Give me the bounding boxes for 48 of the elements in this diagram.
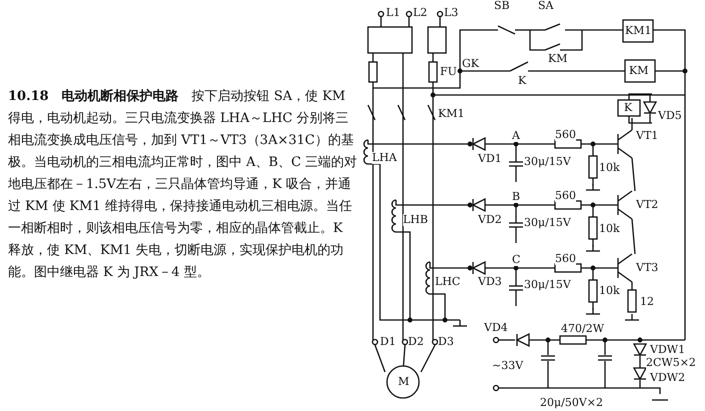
component-label: VT3 [636,262,658,274]
component-label: VD5 [658,110,682,122]
component-label: D1 [380,336,396,348]
component-label: A [512,130,520,142]
component-label: KM1 [625,25,652,37]
component-label: GK [462,58,480,70]
motor-label: M [398,376,410,388]
component-label: 10k [599,223,620,235]
component-label: C [512,254,520,266]
component-label: 2CW5×2 [646,357,696,369]
component-label: LHC [435,276,460,288]
component-label: KM [548,53,568,65]
component-label: D3 [438,336,454,348]
component-label: SB [494,0,510,12]
component-label: ~33V [492,360,524,372]
component-label: 30μ/15V [524,156,571,168]
component-label: VDW1 [650,344,686,356]
component-label: LHB [403,214,428,226]
component-label: 10k [599,162,620,174]
component-label: SA [538,0,554,12]
component-label: B [512,191,520,203]
component-label: L1 [386,7,400,19]
component-label: VD2 [478,214,502,226]
component-label: KM [629,65,648,77]
component-label: 12 [640,296,654,308]
component-label: 560 [555,253,576,265]
component-label: K [518,75,526,87]
component-label: 30μ/15V [524,217,571,229]
component-label: KM1 [438,108,464,120]
component-label: 30μ/15V [524,279,571,291]
component-label: D2 [408,336,424,348]
component-label: VT2 [636,199,658,211]
component-label: 560 [555,129,576,141]
description-paragraph: 10.18 电动机断相保护电路 按下启动按钮 SA，使 KM 得电，电动机起动。三只电流变换器 LHA～LHC 分别将三相电流变换成电压信号，加到 VT1～VT3（3A×31C）的基极。当电动机的三相电流均正常时，图中 A、B、C 三端的对地电压都在－1.5V左右，三只晶体管均导通，K 吸合，并通过 KM 使 KM1 维持得电，保持接通电动机三相电源。当任一相断相时，则该相电压信号为零，相应的晶体管截止。K 释放，使 KM、KM1 失电，切断电源，实现保护电机的功能。图中继电器 K 为 JRX－4 型。 [8,88,358,282]
component-label: L2 [413,7,428,19]
component-label: VT1 [636,130,658,142]
component-label: 10k [599,285,620,297]
component-label: 20μ/50V×2 [540,397,604,409]
component-label: 560 [555,190,576,202]
component-label: VDW2 [650,372,686,384]
component-label: VD1 [478,153,502,165]
component-label: LHA [372,152,397,164]
component-label: 470/2W [561,323,604,335]
component-label: VD3 [478,276,502,288]
component-label: FU [440,66,457,78]
component-label: L3 [444,7,458,19]
component-label: K [624,102,632,114]
component-label: VD4 [484,322,508,334]
